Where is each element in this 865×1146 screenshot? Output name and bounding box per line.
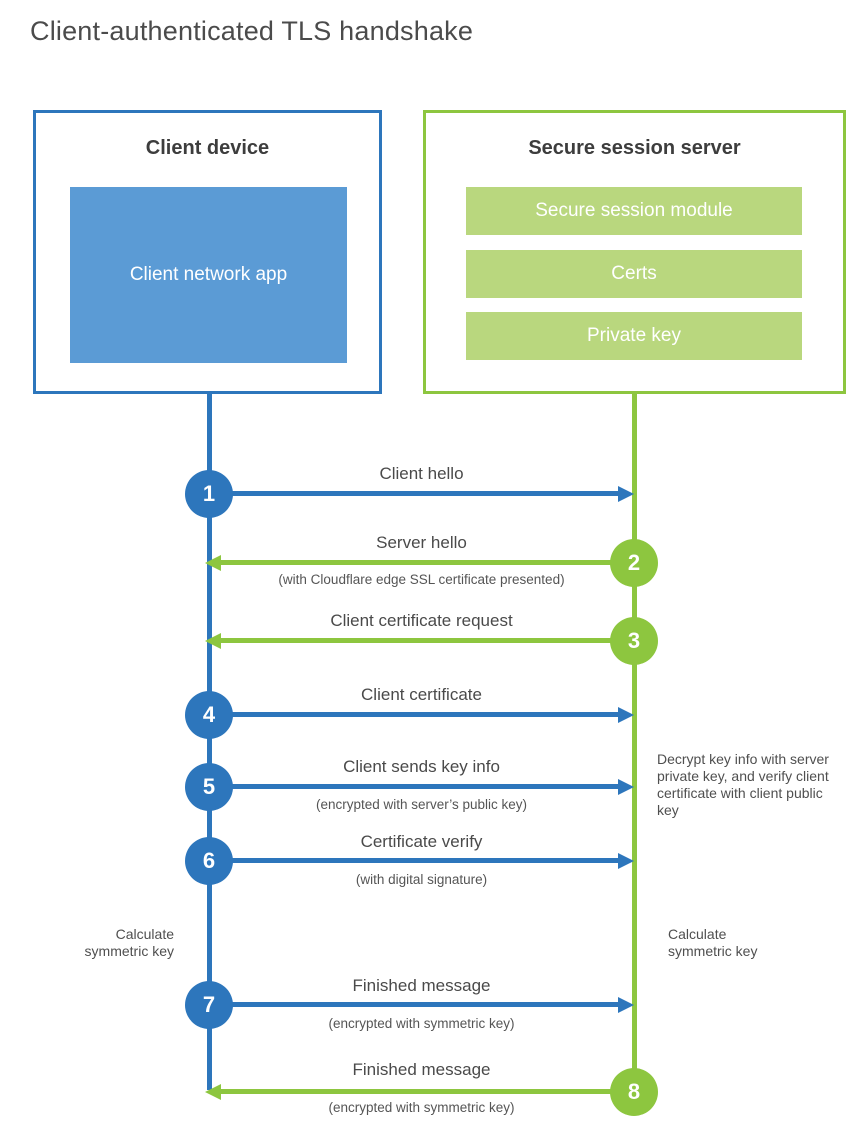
step-6-subtext: (with digital signature) <box>355 872 488 887</box>
step-6-label: Certificate verify <box>360 832 483 851</box>
step-8-arrow <box>221 1089 634 1094</box>
server-module-secure-session: Secure session module <box>466 187 802 235</box>
step-4-arrow <box>209 712 619 717</box>
step-2-subtext: (with Cloudflare edge SSL certificate pr… <box>278 572 565 587</box>
step-7-arrow <box>209 1002 619 1007</box>
page-title: Client-authenticated TLS handshake <box>30 16 474 46</box>
step-7-arrowhead-icon <box>618 997 634 1013</box>
step-5-circle: 5 <box>185 763 233 811</box>
step-4-arrowhead-icon <box>618 707 634 723</box>
step-2-label: Server hello <box>376 533 467 552</box>
step-3-arrowhead-icon <box>205 633 221 649</box>
step-3-label: Client certificate request <box>330 611 513 630</box>
client-network-app-label: Client network app <box>129 264 288 286</box>
server-module-private-key: Private key <box>466 312 802 360</box>
step-3-circle: 3 <box>610 617 658 665</box>
step-2-arrow <box>221 560 634 565</box>
step-4-circle: 4 <box>185 691 233 739</box>
step-5-subtext: (encrypted with server’s public key) <box>315 797 528 812</box>
client-network-app-box: Client network app <box>70 187 347 363</box>
client-lifeline <box>207 394 212 1090</box>
client-device-title: Client device <box>145 137 270 159</box>
step-5-arrowhead-icon <box>618 779 634 795</box>
note-calculate-symmetric-key-server: Calculate symmetric key <box>668 926 758 959</box>
step-7-circle: 7 <box>185 981 233 1029</box>
step-5-arrow <box>209 784 619 789</box>
note-decrypt-key-info: Decrypt key info with server private key… <box>657 751 829 818</box>
client-device-box: Client device Client network app <box>33 110 382 394</box>
step-1-arrow <box>209 491 619 496</box>
step-2-arrowhead-icon <box>205 555 221 571</box>
step-8-circle: 8 <box>610 1068 658 1116</box>
step-6-arrowhead-icon <box>618 853 634 869</box>
step-2-circle: 2 <box>610 539 658 587</box>
server-module-certs: Certs <box>466 250 802 298</box>
server-lifeline <box>632 394 637 1092</box>
secure-session-server-box: Secure session server Secure session mod… <box>423 110 846 394</box>
step-3-arrow <box>221 638 634 643</box>
step-5-label: Client sends key info <box>343 757 500 776</box>
step-8-label: Finished message <box>352 1060 491 1079</box>
step-8-arrowhead-icon <box>205 1084 221 1100</box>
step-7-label: Finished message <box>352 976 491 995</box>
step-8-subtext: (encrypted with symmetric key) <box>328 1100 515 1115</box>
note-calculate-symmetric-key-client: Calculate symmetric key <box>84 926 174 959</box>
secure-session-server-title: Secure session server <box>528 137 741 159</box>
step-4-label: Client certificate <box>361 685 482 704</box>
step-6-arrow <box>209 858 619 863</box>
step-7-subtext: (encrypted with symmetric key) <box>328 1016 515 1031</box>
step-6-circle: 6 <box>185 837 233 885</box>
step-1-circle: 1 <box>185 470 233 518</box>
step-1-arrowhead-icon <box>618 486 634 502</box>
step-1-label: Client hello <box>379 464 464 483</box>
